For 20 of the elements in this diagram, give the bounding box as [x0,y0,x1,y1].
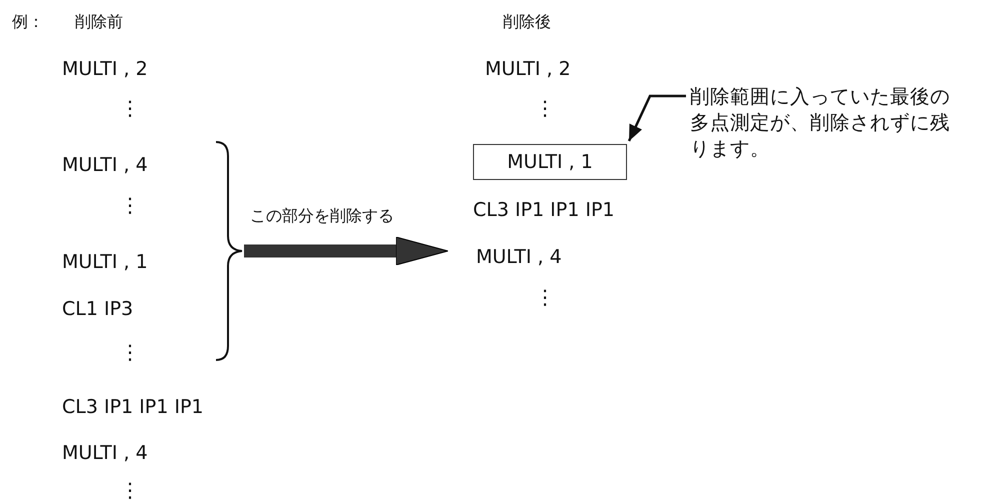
vertical-ellipsis: ⋮ [535,287,555,307]
vertical-ellipsis: ⋮ [120,98,140,118]
code-line: MULTI , 2 [62,60,148,79]
code-line: CL3 IP1 IP1 IP1 [473,201,615,220]
vertical-ellipsis: ⋮ [120,342,140,362]
vertical-ellipsis: ⋮ [535,98,555,118]
code-line: MULTI , 4 [62,444,148,463]
code-line: MULTI , 2 [485,60,571,79]
code-line: MULTI , 1 [62,253,148,272]
heading: 削除後 [503,14,551,30]
vertical-ellipsis: ⋮ [120,480,140,500]
code-line: CL1 IP3 [62,300,134,319]
edge-label: この部分を削除する [250,208,394,224]
vertical-ellipsis: ⋮ [120,195,140,215]
heading: 例： [12,14,44,30]
note-text: 削除範囲に入っていた最後の多点測定が、削除されずに残ります。 [690,84,951,162]
code-line: CL3 IP1 IP1 IP1 [62,398,204,417]
code-line: MULTI , 4 [476,248,562,267]
heading: 削除前 [75,14,123,30]
code-line: MULTI , 4 [62,156,148,175]
